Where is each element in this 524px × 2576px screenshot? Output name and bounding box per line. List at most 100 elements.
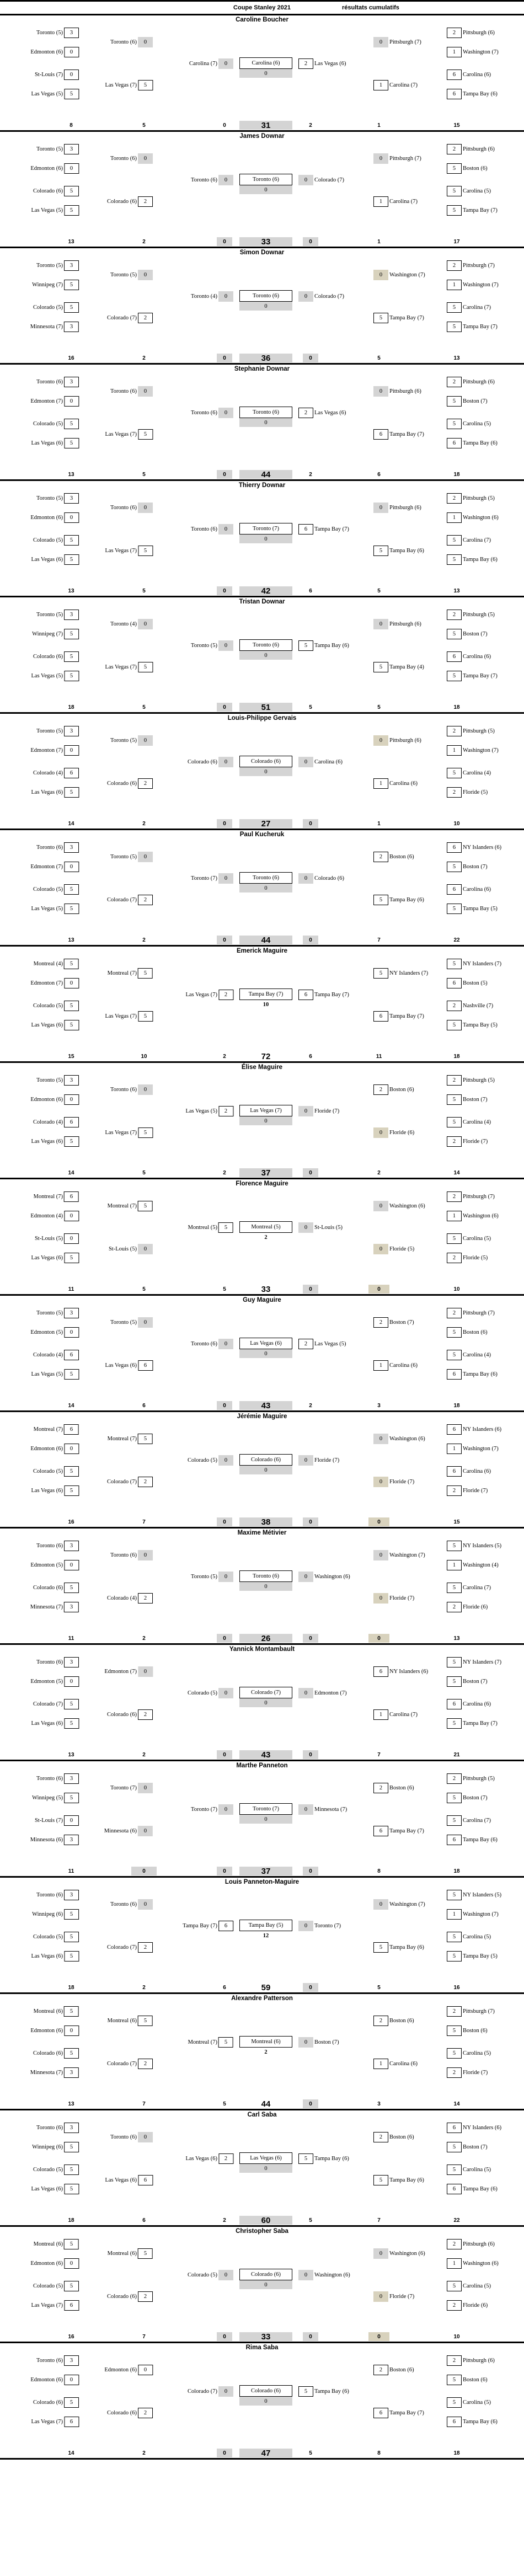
score-box[interactable]: 5: [447, 2165, 462, 2175]
match-left-r2-0[interactable]: Toronto (5)0: [110, 852, 153, 862]
score-box[interactable]: 2: [447, 2300, 462, 2311]
score-box[interactable]: 5: [64, 1253, 79, 1263]
match-left-r1-0[interactable]: Montreal (7)6: [34, 1424, 79, 1435]
match-left-r1-0[interactable]: Montreal (6)5: [34, 2239, 79, 2249]
score-box[interactable]: 5: [64, 2239, 79, 2249]
score-box[interactable]: 0: [138, 1826, 153, 1836]
score-box[interactable]: 3: [64, 144, 79, 154]
score-box[interactable]: 6: [373, 2408, 388, 2418]
match-left-r1-1[interactable]: Winnipeg (6)5: [32, 2142, 79, 2152]
score-box[interactable]: 0: [298, 1688, 313, 1698]
final-winner[interactable]: Colorado (6): [239, 2385, 292, 2397]
score-box[interactable]: 2: [447, 1253, 462, 1263]
score-box[interactable]: 0: [218, 1688, 233, 1698]
final-winner[interactable]: Las Vegas (6): [239, 2152, 292, 2164]
score-box[interactable]: 3: [64, 842, 79, 853]
score-box[interactable]: 5: [447, 904, 462, 914]
score-box[interactable]: 5: [64, 787, 79, 798]
final-team-box[interactable]: Las Vegas (6): [239, 2152, 292, 2164]
score-box[interactable]: 2: [447, 260, 462, 271]
score-box[interactable]: 2: [218, 990, 233, 1000]
score-box[interactable]: 5: [64, 1793, 79, 1803]
score-box[interactable]: 2: [138, 895, 153, 905]
match-left-r1-0[interactable]: Toronto (6)3: [36, 1657, 79, 1668]
score-box[interactable]: 5: [447, 302, 462, 313]
score-box[interactable]: 6: [373, 1826, 388, 1836]
score-box[interactable]: 0: [218, 524, 233, 535]
score-box[interactable]: 5: [447, 396, 462, 407]
score-box[interactable]: 5: [447, 1657, 462, 1668]
match-left-r2-0[interactable]: Toronto (4)0: [110, 619, 153, 629]
match-left-r1-2[interactable]: Colorado (6)5: [33, 651, 79, 662]
score-box[interactable]: 5: [447, 186, 462, 196]
score-box[interactable]: 0: [64, 1676, 79, 1687]
score-box[interactable]: 2: [373, 2016, 388, 2026]
score-box[interactable]: 6: [64, 1117, 79, 1127]
match-left-r1-1[interactable]: Winnipeg (6)5: [32, 1909, 79, 1920]
score-box[interactable]: 3: [64, 1602, 79, 1612]
final-winner[interactable]: Toronto (7): [239, 1803, 292, 1815]
score-box[interactable]: 0: [218, 1455, 233, 1466]
final-winner[interactable]: Tampa Bay (7): [239, 988, 292, 1000]
score-box[interactable]: 0: [138, 735, 153, 746]
score-box[interactable]: 5: [138, 1434, 153, 1444]
score-box[interactable]: 0: [138, 2132, 153, 2142]
match-left-r1-3[interactable]: Las Vegas (5)5: [31, 205, 79, 216]
score-box[interactable]: 6: [447, 842, 462, 853]
final-team-box[interactable]: Toronto (7): [239, 523, 292, 535]
score-box[interactable]: 2: [298, 58, 313, 69]
match-left-r1-0[interactable]: Toronto (5)3: [36, 260, 79, 271]
score-box[interactable]: 0: [64, 2025, 79, 2036]
score-box[interactable]: 5: [447, 1932, 462, 1942]
match-left-r2-0[interactable]: Edmonton (6)0: [104, 2365, 153, 2375]
match-left-r1-1[interactable]: Edmonton (7)0: [30, 978, 79, 988]
match-left-r2-0[interactable]: Montreal (6)5: [108, 2016, 153, 2026]
match-left-semi[interactable]: Colorado (5)0: [188, 1455, 233, 1466]
score-box[interactable]: 5: [218, 2037, 233, 2048]
score-box[interactable]: 0: [373, 386, 388, 397]
final-winner[interactable]: Toronto (6): [239, 639, 292, 651]
score-box[interactable]: 1: [373, 80, 388, 90]
match-left-r1-0[interactable]: Toronto (5)3: [36, 493, 79, 504]
score-box[interactable]: 5: [447, 419, 462, 429]
score-box[interactable]: 5: [298, 640, 313, 651]
score-box[interactable]: 5: [138, 1127, 153, 1138]
score-box[interactable]: 6: [447, 2184, 462, 2194]
score-box[interactable]: 5: [64, 1485, 79, 1496]
score-box[interactable]: 5: [447, 1718, 462, 1729]
score-box[interactable]: 2: [447, 493, 462, 504]
final-team-box[interactable]: Tampa Bay (7): [239, 988, 292, 1000]
score-box[interactable]: 0: [373, 503, 388, 513]
match-left-r2-0[interactable]: Toronto (5)0: [110, 1317, 153, 1328]
score-box[interactable]: 2: [373, 2365, 388, 2375]
match-left-r2-1[interactable]: Colorado (6)2: [107, 1709, 153, 1720]
score-box[interactable]: 5: [447, 1020, 462, 1030]
final-winner[interactable]: Montreal (5): [239, 1221, 292, 1233]
score-box[interactable]: 5: [138, 1011, 153, 1022]
